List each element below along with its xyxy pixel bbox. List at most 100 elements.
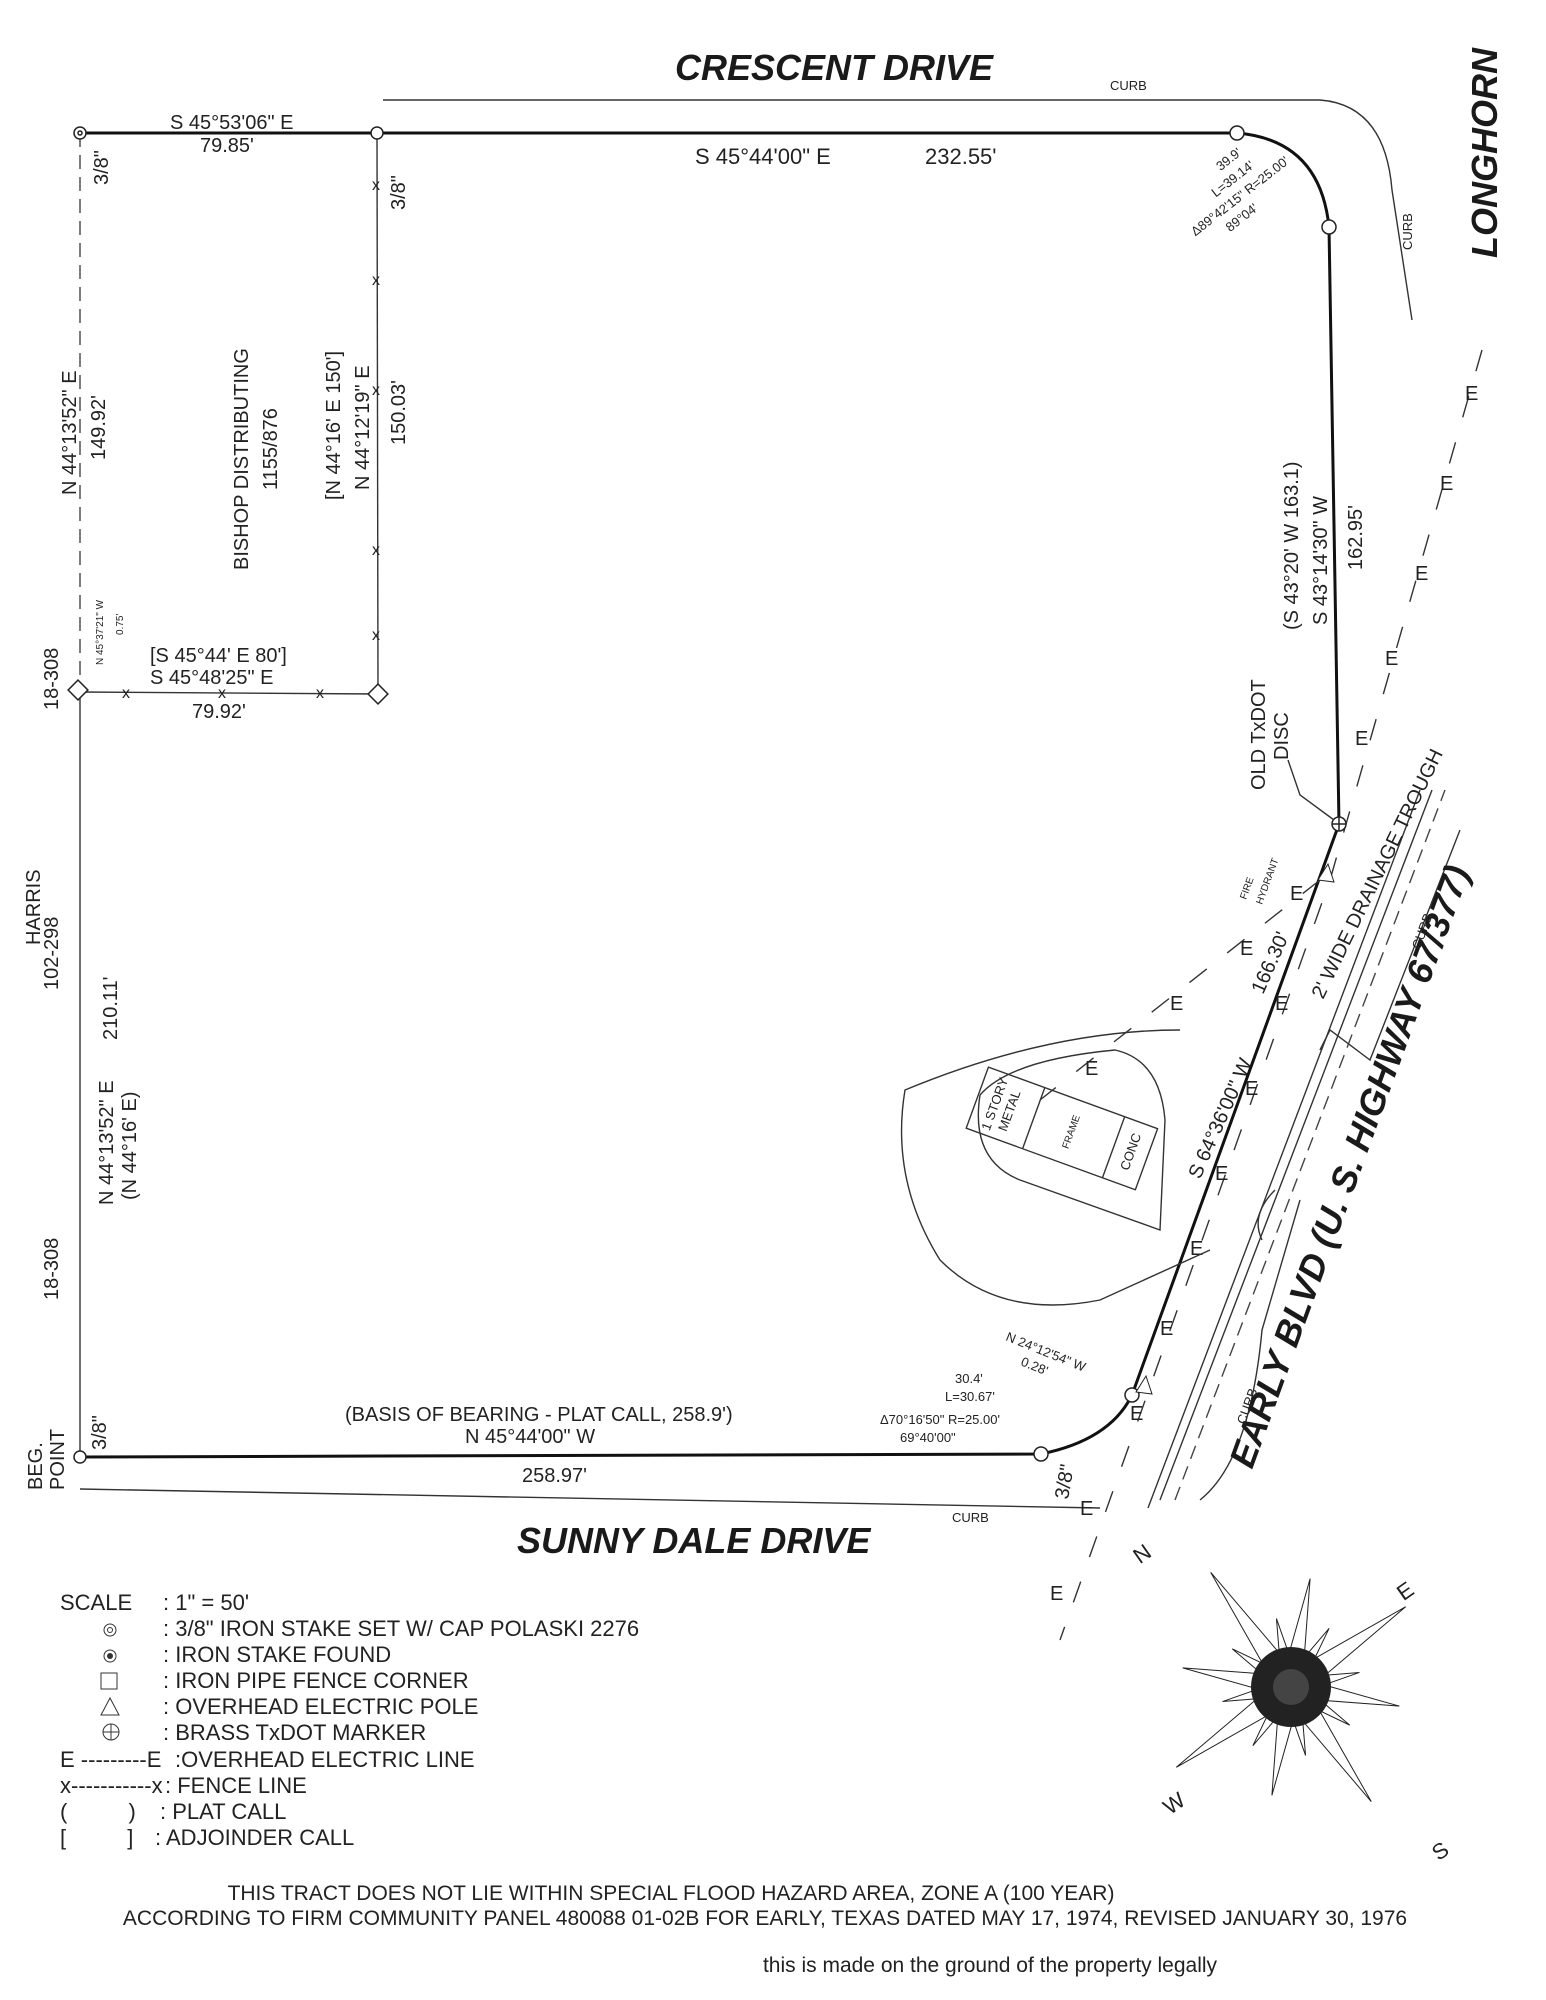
svg-text:L=30.67': L=30.67' <box>945 1389 995 1404</box>
svg-text:Δ70°16'50" R=25.00': Δ70°16'50" R=25.00' <box>880 1412 1000 1427</box>
street-longhorn: LONGHORN <box>1464 47 1505 258</box>
svg-text:S: S <box>1427 1837 1453 1866</box>
south-calls: (BASIS OF BEARING - PLAT CALL, 258.9') N… <box>345 1404 1079 1501</box>
svg-text:: ADJOINDER CALL: : ADJOINDER CALL <box>155 1825 354 1850</box>
svg-text:[S 45°44' E 80']: [S 45°44' E 80'] <box>150 645 287 667</box>
svg-text:: 3/8" IRON STAKE SET W/ CAP P: : 3/8" IRON STAKE SET W/ CAP POLASKI 227… <box>163 1616 639 1641</box>
highway-curb-1 <box>1147 789 1421 1509</box>
svg-text:x-----------x: x-----------x <box>60 1773 163 1798</box>
svg-text:E: E <box>1170 993 1183 1015</box>
flood-note-line-1: THIS TRACT DOES NOT LIE WITHIN SPECIAL F… <box>228 1882 1115 1905</box>
old-txdot-leader <box>1287 759 1335 821</box>
street-sunny-dale-drive: SUNNY DALE DRIVE <box>517 1520 871 1561</box>
svg-text:E: E <box>1290 883 1303 905</box>
svg-text:x: x <box>122 685 130 702</box>
sw-curve-data: 30.4' L=30.67' Δ70°16'50" R=25.00' 69°40… <box>880 1329 1089 1445</box>
fence-line-inner <box>376 132 379 695</box>
svg-text:E: E <box>1085 1058 1098 1080</box>
svg-text:(N 44°16' E): (N 44°16' E) <box>119 1091 141 1200</box>
svg-text:N 44°12'19" E: N 44°12'19" E <box>352 365 374 490</box>
electric-pole-icon <box>1135 862 1335 1395</box>
svg-text:: PLAT CALL: : PLAT CALL <box>160 1799 286 1824</box>
svg-text:E: E <box>1160 1318 1173 1340</box>
iron-pipe-fence-corner-icon <box>67 679 389 705</box>
svg-text:E: E <box>1465 383 1478 405</box>
svg-text::OVERHEAD ELECTRIC LINE: :OVERHEAD ELECTRIC LINE <box>175 1747 475 1772</box>
flood-note-line-2: ACCORDING TO FIRM COMMUNITY PANEL 480088… <box>123 1907 1407 1930</box>
txdot-marker-icon <box>1331 816 1347 832</box>
svg-text:W: W <box>1158 1787 1190 1820</box>
svg-text:232.55': 232.55' <box>925 144 997 169</box>
svg-text:18-308: 18-308 <box>41 648 63 710</box>
west-calls: N 44°13'52" E 149.92' BISHOP DISTRIBUTIN… <box>23 348 410 1490</box>
svg-text:(BASIS OF BEARING - PLAT CALL,: (BASIS OF BEARING - PLAT CALL, 258.9') <box>345 1404 733 1426</box>
svg-text:FIRE: FIRE <box>1238 876 1256 901</box>
svg-text:x: x <box>372 627 380 644</box>
svg-text:x: x <box>372 272 380 289</box>
txdot-marker-icon <box>102 1723 120 1741</box>
svg-text:E: E <box>1275 993 1288 1015</box>
svg-text:E: E <box>1130 1403 1143 1425</box>
svg-text:N 44°13'52" E: N 44°13'52" E <box>59 370 81 495</box>
svg-text:E: E <box>1415 563 1428 585</box>
east-calls: (S 43°20' W 163.1) S 43°14'30" W 162.95'… <box>1184 461 1447 1182</box>
svg-text:: BRASS TxDOT MARKER: : BRASS TxDOT MARKER <box>163 1720 426 1745</box>
svg-text:: OVERHEAD ELECTRIC POLE: : OVERHEAD ELECTRIC POLE <box>163 1694 478 1719</box>
svg-text:3/8": 3/8" <box>91 150 113 185</box>
svg-text:S 43°14'30" W: S 43°14'30" W <box>1310 496 1332 625</box>
highway-curb-3 <box>1174 789 1446 1501</box>
svg-text:BISHOP DISTRIBUTING: BISHOP DISTRIBUTING <box>231 348 253 570</box>
svg-text:E: E <box>1050 1583 1063 1605</box>
svg-text:258.97': 258.97' <box>522 1465 587 1487</box>
svg-text:BEG.: BEG. <box>25 1442 47 1490</box>
tract-boundary <box>79 131 1341 1459</box>
svg-text:: IRON PIPE FENCE CORNER: : IRON PIPE FENCE CORNER <box>163 1668 469 1693</box>
svg-text:E: E <box>1385 648 1398 670</box>
iron-stake-set-icon <box>73 125 1337 1464</box>
svg-text:S 45°48'25" E: S 45°48'25" E <box>150 667 273 689</box>
paved-area <box>900 1029 1211 1306</box>
svg-text:N: N <box>1128 1539 1155 1569</box>
legend-scale-label: SCALE <box>60 1590 132 1615</box>
building: 1 STORY METAL FRAME CONC <box>965 1066 1159 1191</box>
svg-text:[N 44°16' E 150']: [N 44°16' E 150'] <box>323 351 345 500</box>
svg-text:E: E <box>1215 1163 1228 1185</box>
svg-text:E: E <box>1355 728 1368 750</box>
svg-text:102-298: 102-298 <box>41 917 63 990</box>
svg-text:x: x <box>372 382 380 399</box>
overhead-electric-branch <box>1039 879 1321 1101</box>
svg-text:E: E <box>1440 473 1453 495</box>
svg-text:79.92': 79.92' <box>192 701 246 723</box>
svg-text:150.03': 150.03' <box>388 380 410 445</box>
svg-text:x: x <box>218 685 226 702</box>
svg-text:166.30': 166.30' <box>1247 929 1294 997</box>
svg-text:N 44°13'52" E: N 44°13'52" E <box>96 1080 118 1205</box>
svg-text:79.85': 79.85' <box>200 135 254 157</box>
svg-text:OLD TxDOT: OLD TxDOT <box>1248 679 1270 790</box>
sunny-dale-curb <box>79 1488 1101 1509</box>
svg-text:HYDRANT: HYDRANT <box>1254 857 1281 906</box>
svg-text:S 45°53'06" E: S 45°53'06" E <box>170 112 293 134</box>
compass-rose-icon <box>1175 1571 1407 1803</box>
svg-text:30.4': 30.4' <box>955 1371 983 1386</box>
svg-text:(S 43°20' W 163.1): (S 43°20' W 163.1) <box>1281 461 1303 630</box>
svg-text:E ---------E: E ---------E <box>60 1747 161 1772</box>
svg-text:E: E <box>1080 1498 1093 1520</box>
fence-line-jog <box>79 691 379 695</box>
electric-pole-icon <box>100 1696 120 1716</box>
north-calls: S 45°53'06" E 79.85' S 45°44'00" E 232.5… <box>91 112 997 210</box>
svg-text:3/8": 3/8" <box>388 175 410 210</box>
curb-label: CURB <box>952 1510 989 1525</box>
svg-text:[ ]: [ ] <box>60 1825 133 1850</box>
legend-scale-value: : 1" = 50' <box>163 1590 249 1615</box>
drive-curb <box>1257 1189 1276 1241</box>
svg-text:210.11': 210.11' <box>100 976 122 1040</box>
highway-curb-4 <box>1199 1199 1301 1501</box>
certification-partial: this is made on the ground of the proper… <box>763 1954 1218 1977</box>
svg-text:3/8": 3/8" <box>1051 1463 1079 1501</box>
svg-text:E: E <box>1392 1577 1418 1606</box>
svg-text:x: x <box>372 542 380 559</box>
svg-text:HARRIS: HARRIS <box>23 869 45 945</box>
iron-stake-set-icon <box>103 1623 117 1637</box>
slab-outline <box>977 1049 1166 1231</box>
